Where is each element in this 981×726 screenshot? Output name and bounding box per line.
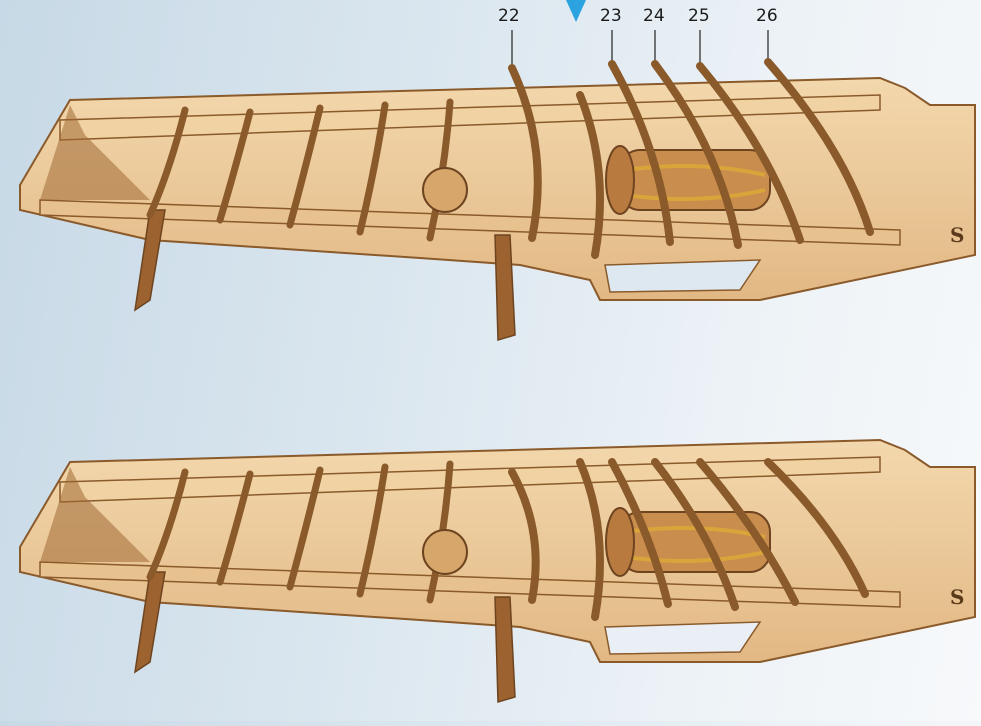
arrow-down-icon [566, 0, 586, 22]
frame-view-before: S [20, 62, 975, 340]
step-label-26: 26 [756, 6, 778, 26]
step-label-24: 24 [643, 6, 665, 26]
motor-drum [606, 146, 770, 214]
frame-view-after: S [20, 440, 975, 702]
step-label-22: 22 [498, 6, 520, 26]
gear-wheel [423, 168, 467, 212]
base-cutout [605, 260, 760, 292]
label-leaders [512, 30, 768, 66]
brand-logo-icon: S [950, 585, 964, 609]
base-cutout [605, 622, 760, 654]
step-label-23: 23 [600, 6, 622, 26]
step-label-25: 25 [688, 6, 710, 26]
gear-wheel [423, 530, 467, 574]
brand-logo-icon: S [950, 223, 964, 247]
